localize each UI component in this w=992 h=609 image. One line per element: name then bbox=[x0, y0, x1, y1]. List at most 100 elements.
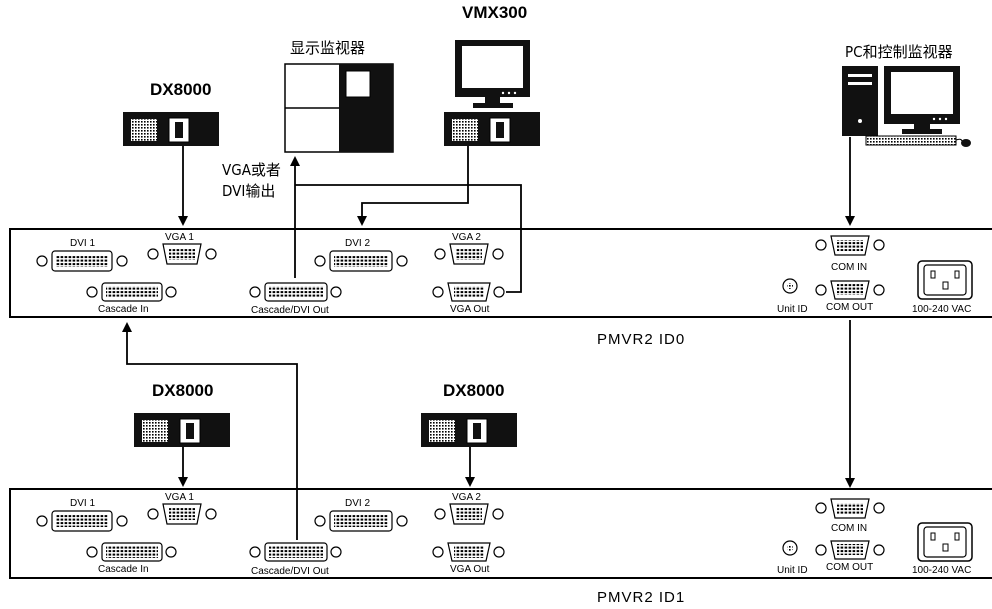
screw-icon bbox=[815, 284, 827, 296]
pins-icon bbox=[169, 508, 195, 520]
cascade-out-label: Cascade/DVI Out bbox=[251, 566, 329, 577]
screw-icon bbox=[432, 286, 444, 298]
wiring bbox=[122, 137, 855, 540]
screw-icon bbox=[434, 508, 446, 520]
screw-icon bbox=[249, 286, 261, 298]
dvi2-label: DVI 2 bbox=[345, 498, 370, 509]
screw-icon bbox=[86, 286, 98, 298]
vga-or-dvi-label-line1: VGA或者 bbox=[222, 161, 281, 179]
screw-icon bbox=[116, 515, 128, 527]
vga2-label: VGA 2 bbox=[452, 232, 481, 243]
screw-icon bbox=[314, 515, 326, 527]
pins-icon bbox=[837, 544, 863, 555]
com-out-label: COM OUT bbox=[826, 562, 873, 573]
vmx300-label: VMX300 bbox=[462, 3, 527, 22]
pmvr2-panel-id1: DVI 1 VGA 1 Cascade In Cascade/DVI Out D… bbox=[9, 488, 992, 579]
pins-icon bbox=[837, 284, 863, 295]
com-out-label: COM OUT bbox=[826, 302, 873, 313]
dx8000-bottom-left-label: DX8000 bbox=[152, 381, 213, 400]
screw-icon bbox=[815, 239, 827, 251]
dvi1-label: DVI 1 bbox=[70, 498, 95, 509]
screw-icon bbox=[249, 546, 261, 558]
pins-icon bbox=[334, 515, 388, 527]
screw-icon bbox=[86, 546, 98, 558]
vga1-label: VGA 1 bbox=[165, 492, 194, 503]
unit-id-label: Unit ID bbox=[777, 565, 808, 576]
dx8000-bottom-right-recorder bbox=[421, 413, 517, 447]
pins-icon bbox=[334, 255, 388, 267]
pins-icon bbox=[454, 546, 484, 558]
cascade-in-label: Cascade In bbox=[98, 564, 149, 575]
pins-icon bbox=[106, 546, 158, 558]
wire-vmx300-to-dvi2 bbox=[357, 146, 469, 226]
dvi2-label: DVI 2 bbox=[345, 238, 370, 249]
pins-icon bbox=[56, 515, 108, 527]
dx8000-top-label: DX8000 bbox=[150, 80, 211, 99]
pins-icon bbox=[106, 286, 158, 298]
power-label: 100-240 VAC bbox=[912, 304, 971, 315]
screw-icon bbox=[434, 248, 446, 260]
pins-icon bbox=[269, 546, 323, 558]
screw-icon bbox=[330, 286, 342, 298]
vga1-label: VGA 1 bbox=[165, 232, 194, 243]
screw-icon bbox=[432, 546, 444, 558]
pc-tower bbox=[842, 66, 878, 136]
screw-icon bbox=[493, 286, 505, 298]
pmvr2-panel-id0: DVI 1 VGA 1 Cascade In Cascade/DVI Out D… bbox=[9, 228, 992, 318]
vmx300-monitor bbox=[455, 40, 530, 108]
wire-cascade-id1-to-id0 bbox=[122, 322, 298, 540]
screw-icon bbox=[815, 502, 827, 514]
vga-or-dvi-label-line2: DVI输出 bbox=[222, 182, 275, 200]
cascade-out-label: Cascade/DVI Out bbox=[251, 305, 329, 316]
dx8000-bottom-left-recorder bbox=[134, 413, 230, 447]
screw-icon bbox=[492, 508, 504, 520]
com-in-label: COM IN bbox=[831, 523, 867, 534]
pc-control-monitor bbox=[884, 66, 960, 134]
pins-icon bbox=[837, 240, 863, 251]
dial-icon bbox=[787, 545, 793, 551]
screw-icon bbox=[205, 508, 217, 520]
screw-icon bbox=[147, 508, 159, 520]
unit-id-label: Unit ID bbox=[777, 304, 808, 315]
wire-vga-out-to-display bbox=[295, 184, 522, 293]
pins-icon bbox=[456, 248, 482, 260]
com-in-label: COM IN bbox=[831, 262, 867, 273]
screw-icon bbox=[493, 546, 505, 558]
screw-icon bbox=[396, 515, 408, 527]
panel-id1-label: PMVR2 ID1 bbox=[597, 589, 685, 606]
screw-icon bbox=[815, 544, 827, 556]
keyboard-mouse bbox=[865, 135, 971, 147]
screw-icon bbox=[165, 546, 177, 558]
screw-icon bbox=[314, 255, 326, 267]
vga-out-label: VGA Out bbox=[450, 304, 490, 315]
screw-icon bbox=[36, 255, 48, 267]
screw-icon bbox=[873, 284, 885, 296]
pins-icon bbox=[454, 286, 484, 298]
screw-icon bbox=[873, 502, 885, 514]
display-monitor-label: 显示监视器 bbox=[290, 39, 365, 57]
screw-icon bbox=[873, 239, 885, 251]
pc-monitor-label: PC和控制监视器 bbox=[845, 43, 953, 61]
power-label: 100-240 VAC bbox=[912, 565, 971, 576]
panel-id0-label: PMVR2 ID0 bbox=[597, 331, 685, 348]
vga-out-label: VGA Out bbox=[450, 564, 490, 575]
screw-icon bbox=[330, 546, 342, 558]
vga2-label: VGA 2 bbox=[452, 492, 481, 503]
vmx300-recorder bbox=[444, 112, 540, 146]
screw-icon bbox=[396, 255, 408, 267]
screw-icon bbox=[36, 515, 48, 527]
screw-icon bbox=[165, 286, 177, 298]
screw-icon bbox=[116, 255, 128, 267]
screw-icon bbox=[873, 544, 885, 556]
screw-icon bbox=[205, 248, 217, 260]
dx8000-bottom-right-label: DX8000 bbox=[443, 381, 504, 400]
display-monitor-multiscreen bbox=[284, 63, 394, 153]
pins-icon bbox=[456, 508, 482, 520]
dial-icon bbox=[787, 283, 793, 289]
screw-icon bbox=[492, 248, 504, 260]
pins-icon bbox=[269, 286, 323, 298]
cascade-in-label: Cascade In bbox=[98, 304, 149, 315]
pins-icon bbox=[56, 255, 108, 267]
dvi1-label: DVI 1 bbox=[70, 238, 95, 249]
